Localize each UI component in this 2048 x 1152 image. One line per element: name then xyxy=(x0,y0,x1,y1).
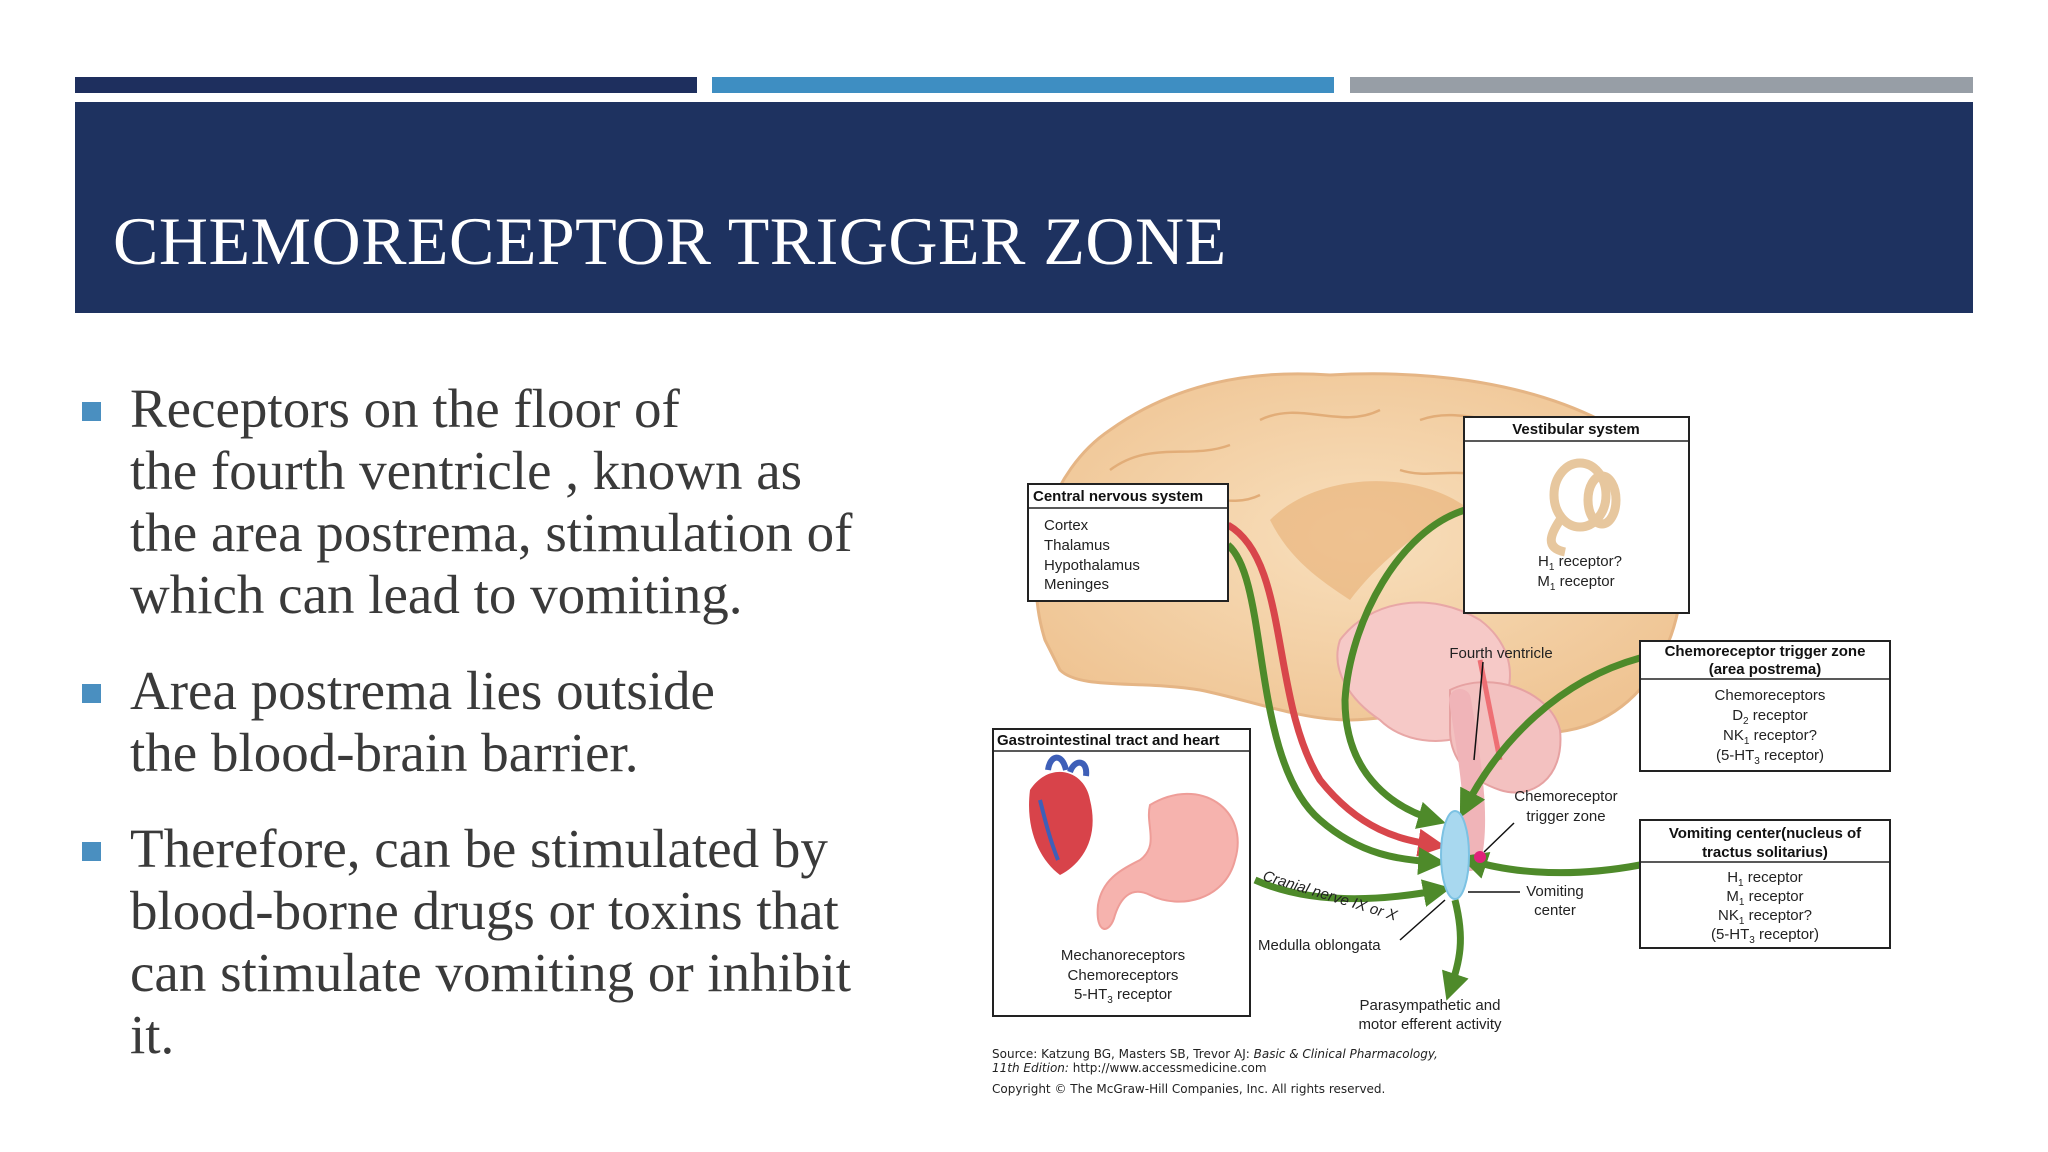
vomiting-center-marker xyxy=(1440,810,1470,900)
vomiting-center-subtitle: tractus solitarius) xyxy=(1702,844,1828,861)
cns-box: Central nervous system Cortex Thalamus H… xyxy=(1027,483,1229,602)
ctz-box: Chemoreceptor trigger zone (area postrem… xyxy=(1639,640,1891,772)
bullet-item: Receptors on the floor of the fourth ven… xyxy=(82,378,922,626)
accent-bar-blue xyxy=(712,77,1334,93)
ctz-line: D2 receptor xyxy=(1732,707,1808,727)
cns-item: Thalamus xyxy=(1044,537,1110,554)
callout-lines xyxy=(1399,661,1520,941)
ctz-line: Chemoreceptors xyxy=(1715,687,1826,704)
bullet-list: Receptors on the floor of the fourth ven… xyxy=(82,378,922,1100)
bullet-marker-icon xyxy=(82,842,101,861)
gi-heart-box: Gastrointestinal tract and heart Mechano… xyxy=(992,728,1251,1017)
cns-item: Cortex xyxy=(1044,517,1089,534)
bullet-marker-icon xyxy=(82,402,101,421)
slide-title: CHEMORECEPTOR TRIGGER ZONE xyxy=(113,203,1227,279)
vestibular-receptor: H1 receptor? xyxy=(1538,553,1622,573)
bullet-item: Area postrema lies outside the blood-bra… xyxy=(82,660,922,784)
vomiting-pathway-diagram: Central nervous system Cortex Thalamus H… xyxy=(992,372,1891,1033)
bullet-text: Receptors on the floor of the fourth ven… xyxy=(130,378,853,625)
bullet-marker-icon xyxy=(82,684,101,703)
heart-icon xyxy=(1029,754,1093,875)
source-citation: 11th Edition: http://www.accessmedicine.… xyxy=(992,1061,1267,1075)
cns-title: Central nervous system xyxy=(1033,488,1203,505)
vestibular-receptor: M1 receptor xyxy=(1537,573,1614,593)
accent-bar-dark xyxy=(75,77,697,93)
gi-line: Chemoreceptors xyxy=(1068,967,1179,984)
ctz-marker xyxy=(1474,851,1486,863)
accent-bar-gray xyxy=(1350,77,1973,93)
label-medulla: Medulla oblongata xyxy=(1258,937,1381,954)
gi-line: Mechanoreceptors xyxy=(1061,947,1185,964)
vomiting-center-line: M1 receptor xyxy=(1726,888,1803,908)
label-parasympathetic: motor efferent activity xyxy=(1358,1016,1502,1033)
gi-line: 5-HT3 receptor xyxy=(1074,986,1172,1006)
ctz-line: (5-HT3 receptor) xyxy=(1716,747,1824,767)
label-vomiting-center: Vomiting xyxy=(1526,883,1584,900)
label-fourth-ventricle: Fourth ventricle xyxy=(1449,645,1552,662)
title-banner: CHEMORECEPTOR TRIGGER ZONE xyxy=(75,102,1973,313)
label-parasympathetic: Parasympathetic and xyxy=(1360,997,1501,1014)
vestibular-box: Vestibular system H1 receptor? M1 recept… xyxy=(1463,416,1690,614)
bullet-text: Area postrema lies outside the blood-bra… xyxy=(130,660,715,783)
vomiting-center-line: H1 receptor xyxy=(1727,869,1803,889)
stomach-icon xyxy=(1096,793,1239,930)
cns-item: Hypothalamus xyxy=(1044,557,1140,574)
vomiting-center-title: Vomiting center(nucleus of xyxy=(1669,825,1862,842)
cns-item: Meninges xyxy=(1044,576,1109,593)
ctz-line: NK1 receptor? xyxy=(1723,727,1817,747)
label-ctz: Chemoreceptor xyxy=(1514,788,1617,805)
vomiting-center-line: NK1 receptor? xyxy=(1718,907,1812,927)
gi-title: Gastrointestinal tract and heart xyxy=(997,732,1220,749)
pathway-arrows xyxy=(1225,506,1641,1001)
ctz-subtitle: (area postrema) xyxy=(1709,661,1822,678)
ctz-title: Chemoreceptor trigger zone xyxy=(1665,643,1866,660)
inner-ear-icon xyxy=(1546,458,1621,557)
label-vomiting-center: center xyxy=(1534,902,1576,919)
vomiting-center-box: Vomiting center(nucleus of tractus solit… xyxy=(1639,819,1891,949)
vestibular-title: Vestibular system xyxy=(1512,421,1640,438)
copyright-notice: Copyright © The McGraw-Hill Companies, I… xyxy=(992,1082,1386,1096)
bullet-text: Therefore, can be stimulated by blood-bo… xyxy=(130,818,852,1065)
label-ctz: trigger zone xyxy=(1526,808,1605,825)
vomiting-center-line: (5-HT3 receptor) xyxy=(1711,926,1819,946)
bullet-item: Therefore, can be stimulated by blood-bo… xyxy=(82,818,922,1066)
source-citation: Source: Katzung BG, Masters SB, Trevor A… xyxy=(992,1047,1438,1061)
